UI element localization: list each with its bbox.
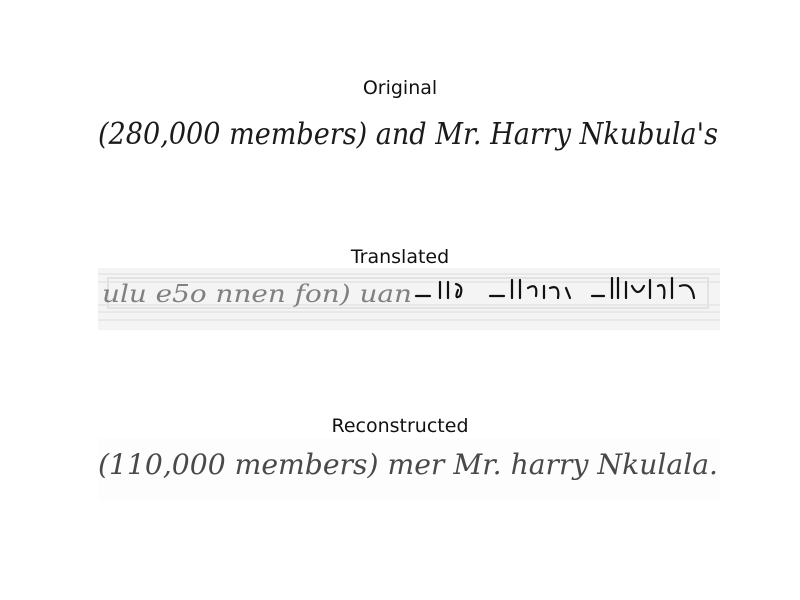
translated-noisy-strokes: ulu e5o nnen fon) uan xyxy=(102,280,412,308)
reconstructed-handwriting-text: (110,000 members) mer Mr. harry Nkulala. xyxy=(98,448,718,481)
original-handwriting-text: (280,000 members) and Mr. Harry Nkubula'… xyxy=(98,117,718,152)
panel-title-reconstructed: Reconstructed xyxy=(331,415,469,437)
translated-handwriting-image: ulu e5o nnen fon) uan xyxy=(98,268,720,330)
reconstructed-handwriting-image: (110,000 members) mer Mr. harry Nkulala. xyxy=(98,438,720,500)
panel-title-translated: Translated xyxy=(350,246,450,268)
panel-title-original: Original xyxy=(362,77,438,99)
original-handwriting-image: (280,000 members) and Mr. Harry Nkubula'… xyxy=(98,106,720,168)
